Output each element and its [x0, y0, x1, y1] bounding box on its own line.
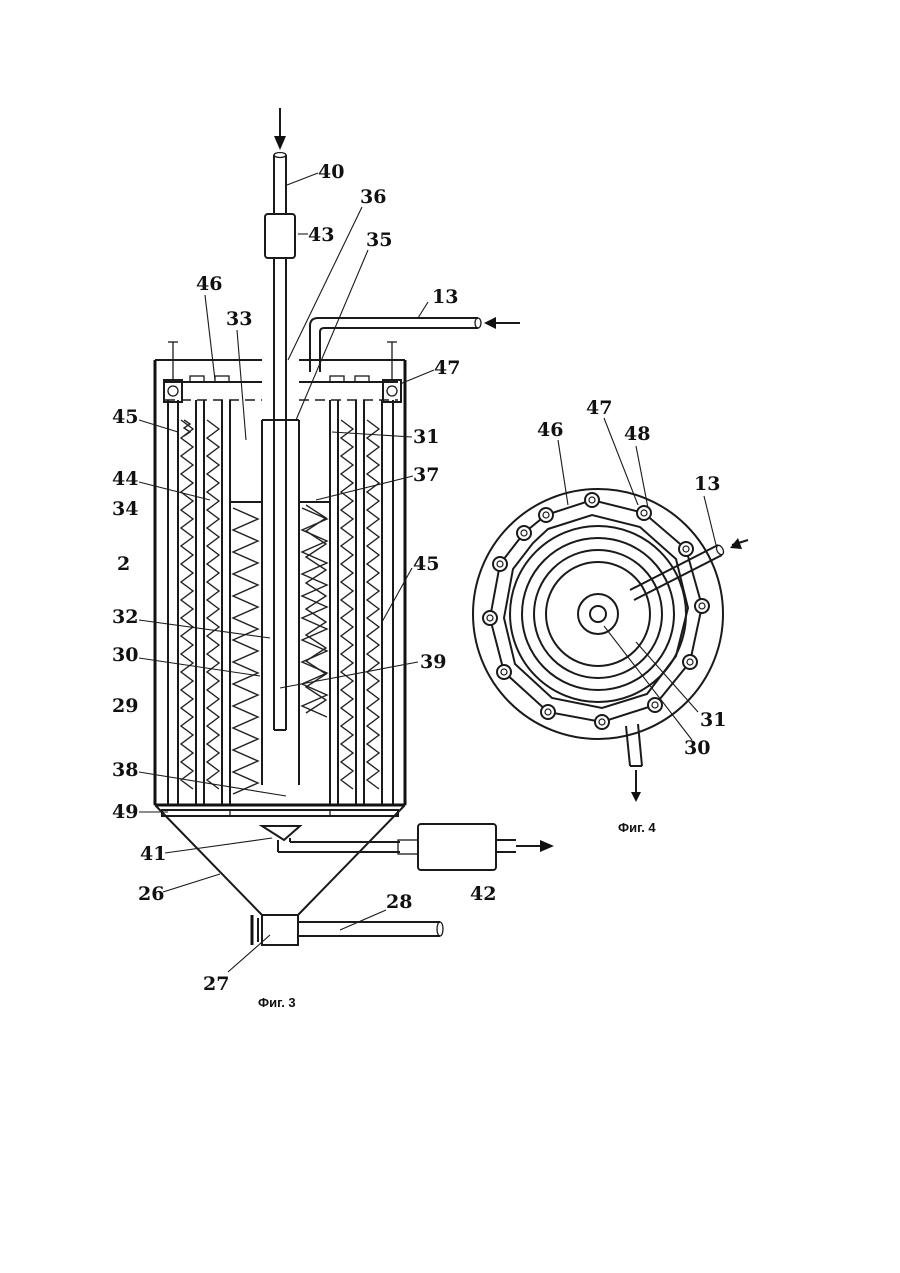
bolt-ring-46-inner: [504, 515, 688, 708]
label-47-fig4: 47: [586, 397, 612, 419]
bolt: [679, 542, 693, 556]
figure-4: 47 48 46 13 31 30 Фиг. 4: [473, 397, 748, 835]
bolt: [541, 705, 555, 719]
label-45-lower: 45: [413, 553, 439, 575]
outlet-27: [252, 915, 443, 945]
label-39: 39: [420, 651, 446, 673]
label-38: 38: [112, 759, 138, 781]
annular-walls-left: [178, 400, 230, 805]
label-31-fig4: 31: [700, 709, 726, 731]
central-tube-36: [274, 258, 286, 730]
label-45-upper: 45: [112, 406, 138, 428]
bolt: [517, 526, 531, 540]
bolt: [585, 493, 599, 507]
label-30-fig4: 30: [684, 737, 710, 759]
label-46-fig4: 46: [537, 419, 563, 441]
cone-26: [155, 805, 405, 915]
shell-ring-31: [546, 562, 650, 666]
outlet-41: [262, 826, 418, 854]
bolt: [683, 655, 697, 669]
label-43: 43: [308, 224, 334, 246]
heating-coils: [181, 420, 379, 794]
label-31: 31: [413, 426, 439, 448]
valve-43: [265, 214, 295, 258]
labels-fig3: 40 43 36 35 46 33 13 47 45 31 44 37 34 2…: [112, 161, 496, 1010]
label-2: 2: [117, 553, 130, 575]
bolt: [493, 557, 507, 571]
label-34: 34: [112, 498, 138, 520]
inlet-arrow-40: [274, 108, 286, 150]
label-29: 29: [112, 695, 138, 717]
shell-ring-1: [510, 526, 686, 702]
center-tube: [590, 606, 606, 622]
shell-ring-30: [578, 594, 618, 634]
labels-fig4: 47 48 46 13 31 30 Фиг. 4: [537, 397, 726, 835]
label-13: 13: [432, 286, 458, 308]
bolt: [648, 698, 662, 712]
label-13-fig4: 13: [694, 473, 720, 495]
label-33: 33: [226, 308, 252, 330]
label-41: 41: [140, 843, 166, 865]
label-36: 36: [360, 186, 386, 208]
pipe-13: [310, 317, 520, 372]
label-44: 44: [112, 468, 138, 490]
bolt: [595, 715, 609, 729]
label-46: 46: [196, 273, 222, 295]
figure-3: 40 43 36 35 46 33 13 47 45 31 44 37 34 2…: [112, 108, 554, 1010]
device-42: [418, 824, 554, 870]
label-40: 40: [318, 161, 344, 183]
clamp-47-right: [383, 342, 401, 402]
label-26: 26: [138, 883, 164, 905]
bolt: [497, 665, 511, 679]
label-48: 48: [624, 423, 650, 445]
bolt: [637, 506, 651, 520]
clamp-47-left: [164, 342, 182, 402]
label-28: 28: [386, 891, 412, 913]
caption-fig4: Фиг. 4: [618, 820, 656, 835]
shell-ring-2: [522, 538, 674, 690]
label-32: 32: [112, 606, 138, 628]
bolts-48: [483, 493, 709, 729]
label-49: 49: [112, 801, 138, 823]
bottom-plate-38: [155, 805, 405, 816]
pipe-40: [274, 153, 286, 215]
label-30: 30: [112, 644, 138, 666]
cover-plate-46: [165, 376, 398, 400]
label-35: 35: [366, 229, 392, 251]
bolt: [483, 611, 497, 625]
label-42: 42: [470, 883, 496, 905]
caption-fig3: Фиг. 3: [258, 995, 296, 1010]
bolt: [695, 599, 709, 613]
shell-ring-3: [534, 550, 662, 678]
label-37: 37: [413, 464, 439, 486]
label-47: 47: [434, 357, 460, 379]
label-27: 27: [203, 973, 229, 995]
bolt: [539, 508, 553, 522]
